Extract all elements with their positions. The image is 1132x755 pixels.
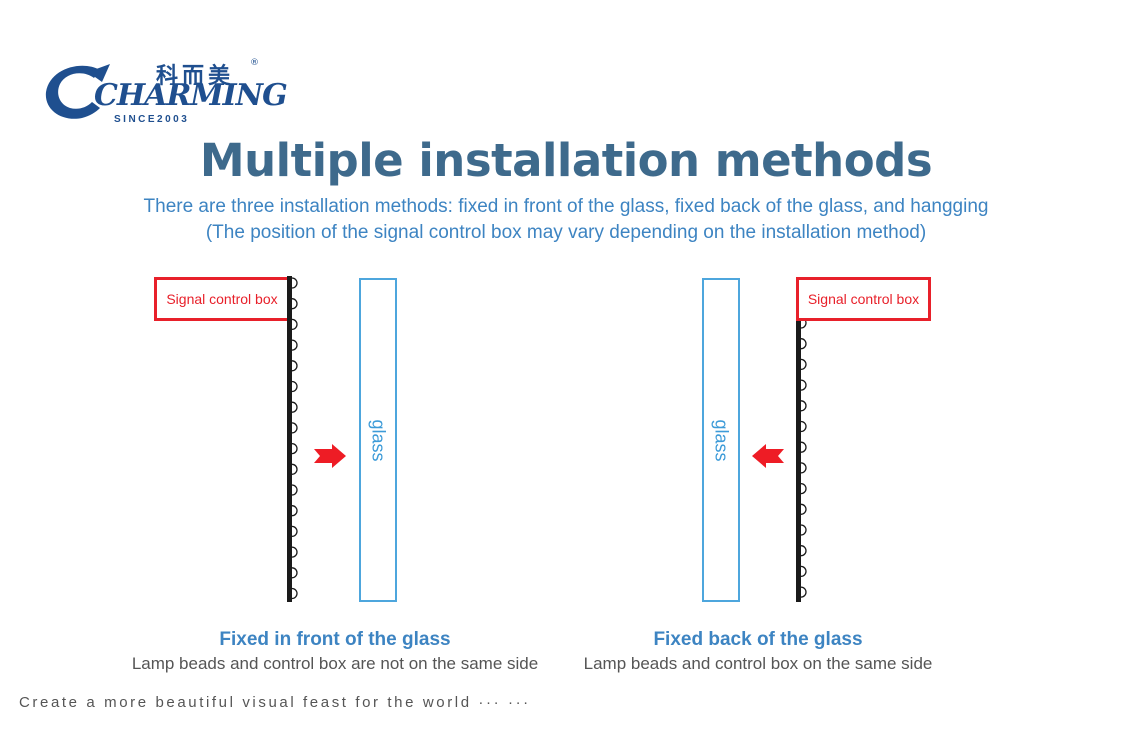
right-control-box-label: Signal control box bbox=[807, 291, 920, 307]
arrow-right-icon bbox=[314, 444, 346, 468]
lamp-bead bbox=[291, 360, 298, 372]
lamp-bead bbox=[291, 442, 298, 455]
left-glass-panel bbox=[359, 278, 397, 602]
right-lamp-beads bbox=[800, 317, 807, 598]
lamp-bead bbox=[291, 587, 298, 600]
lamp-bead bbox=[800, 545, 807, 557]
logo-c-mark bbox=[45, 64, 110, 119]
right-method-description: Lamp beads and control box on the same s… bbox=[583, 654, 933, 673]
lamp-bead bbox=[291, 318, 298, 331]
right-glass-panel bbox=[702, 278, 740, 602]
lamp-bead bbox=[291, 422, 298, 434]
logo-wordmark: CHARMING bbox=[94, 78, 288, 113]
subtitle-line-1: There are three installation methods: fi… bbox=[143, 196, 989, 217]
lamp-bead bbox=[800, 503, 807, 515]
lamp-bead bbox=[291, 567, 298, 579]
lamp-bead bbox=[291, 505, 298, 517]
left-signal-control-box: Signal control box bbox=[154, 277, 290, 321]
lamp-bead bbox=[291, 277, 298, 289]
right-lamp-strip bbox=[796, 314, 807, 602]
lamp-bead bbox=[800, 565, 807, 578]
right-glass-label: glass bbox=[711, 419, 732, 462]
right-signal-control-box: Signal control box bbox=[796, 277, 931, 321]
lamp-bead bbox=[291, 546, 298, 558]
left-lamp-beads bbox=[291, 277, 298, 600]
lamp-bead bbox=[800, 420, 807, 433]
right-method-title: Fixed back of the glass bbox=[653, 629, 863, 650]
lamp-bead bbox=[800, 358, 807, 371]
lamp-bead bbox=[291, 380, 298, 393]
page-title: Multiple installation methods bbox=[199, 134, 933, 187]
lamp-bead bbox=[800, 379, 807, 391]
lamp-bead bbox=[800, 482, 807, 495]
logo-chinese-text: 科而美 bbox=[156, 64, 235, 89]
lamp-bead bbox=[291, 463, 298, 475]
left-glass-label: glass bbox=[368, 419, 389, 462]
lamp-bead bbox=[800, 586, 807, 598]
left-control-box-label: Signal control box bbox=[166, 291, 278, 307]
logo-since-text: SINCE2003 bbox=[114, 114, 190, 125]
lamp-bead bbox=[800, 462, 807, 474]
right-strip-bar bbox=[796, 314, 801, 602]
logo-registered-mark: ® bbox=[250, 58, 259, 68]
lamp-bead bbox=[800, 524, 807, 536]
lamp-bead bbox=[291, 401, 298, 413]
lamp-bead bbox=[291, 484, 298, 496]
lamp-bead bbox=[291, 298, 298, 310]
subtitle-line-2: (The position of the signal control box … bbox=[205, 222, 927, 243]
lamp-bead bbox=[291, 339, 298, 351]
lamp-bead bbox=[800, 400, 807, 412]
lamp-bead bbox=[800, 338, 807, 350]
lamp-bead bbox=[291, 525, 298, 538]
arrow-left-icon bbox=[752, 444, 784, 468]
brand-logo: 科而美 ® CHARMING SINCE2003 bbox=[42, 56, 288, 130]
left-method-description: Lamp beads and control box are not on th… bbox=[131, 654, 539, 673]
left-strip-bar bbox=[287, 276, 292, 602]
lamp-bead bbox=[800, 441, 807, 453]
left-lamp-strip bbox=[287, 276, 298, 602]
left-method-title: Fixed in front of the glass bbox=[219, 629, 451, 650]
footer-slogan: Create a more beautiful visual feast for… bbox=[19, 694, 531, 711]
